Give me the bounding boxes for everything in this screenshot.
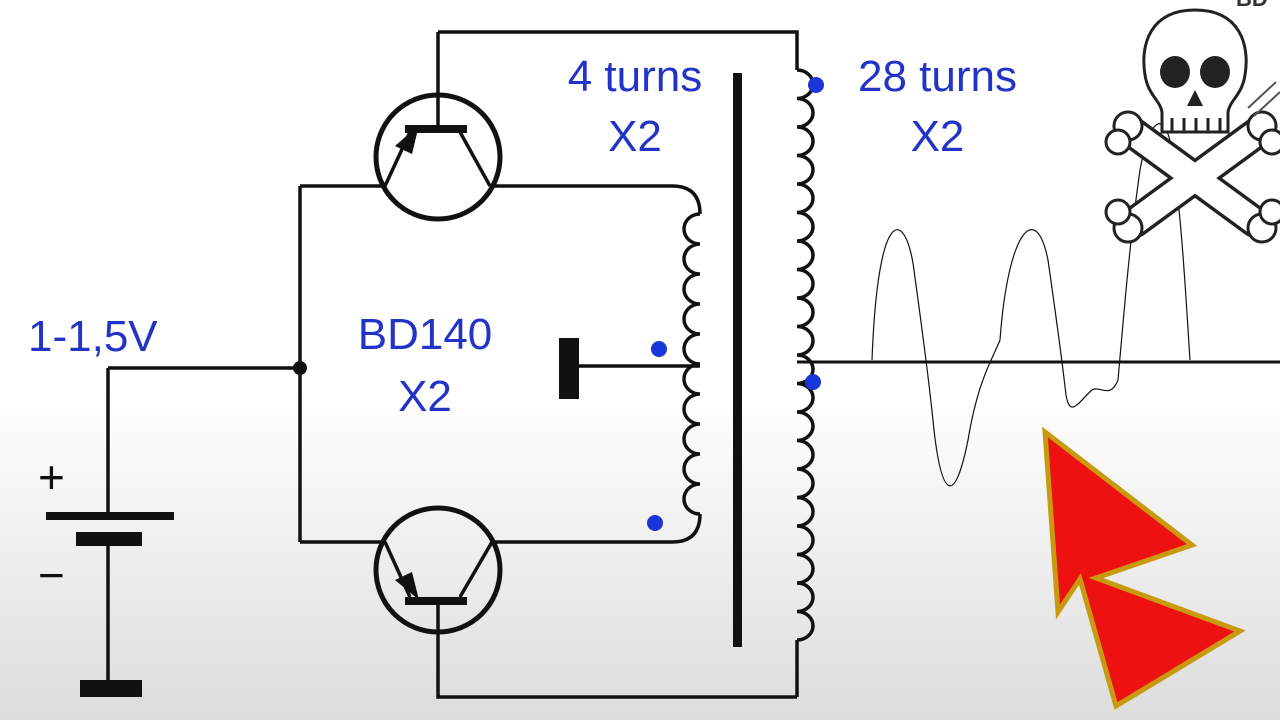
output-waveform bbox=[871, 123, 1191, 487]
supply-voltage-label: 1-1,5V bbox=[28, 312, 158, 361]
transistor-bottom-base-plate bbox=[405, 597, 467, 605]
secondary-coil bbox=[796, 68, 815, 642]
polarity-dot-primary-bottom bbox=[647, 515, 663, 531]
battery-symbol bbox=[46, 366, 300, 697]
transistor-top-emitter-arrow bbox=[395, 125, 419, 154]
polarity-dot-secondary-center bbox=[805, 374, 821, 390]
base-bus bbox=[293, 184, 385, 544]
polarity-dot-primary-center bbox=[651, 341, 667, 357]
secondary-turns-label: 28 turns bbox=[858, 52, 1017, 101]
skull-crossbones-icon bbox=[1104, 8, 1280, 244]
transformer-core bbox=[733, 73, 742, 647]
transistor-top-base-plate bbox=[405, 125, 467, 133]
battery-short-plate bbox=[76, 532, 142, 546]
secondary-count-label: X2 bbox=[910, 112, 965, 161]
primary-turns-label: 4 turns bbox=[567, 52, 703, 101]
transistor-top bbox=[373, 32, 503, 222]
secondary-top-wire bbox=[438, 30, 799, 70]
ground-bar bbox=[80, 680, 142, 697]
transistor-bottom bbox=[373, 505, 797, 699]
transistor-bottom-collector-lead bbox=[436, 605, 797, 699]
junction-dot bbox=[293, 361, 307, 375]
primary-coil bbox=[682, 212, 701, 516]
polarity-dot-secondary-top bbox=[808, 77, 824, 93]
transistor-bottom-emitter-arrow bbox=[395, 572, 419, 600]
transistor-count-label: X2 bbox=[398, 372, 452, 421]
battery-long-plate bbox=[46, 512, 174, 520]
transistor-top-collector-leg bbox=[458, 131, 492, 187]
transistor-bottom-collector-leg bbox=[458, 541, 494, 598]
center-tap-plate bbox=[559, 338, 579, 399]
transistor-part-label: BD140 bbox=[357, 310, 493, 359]
battery-minus-sign: − bbox=[38, 549, 65, 601]
corner-mark-text: BD bbox=[1236, 0, 1268, 12]
primary-bottom-wire bbox=[492, 513, 702, 544]
polarity-dots bbox=[647, 77, 824, 531]
primary-top-wire bbox=[490, 184, 702, 215]
primary-count-label: X2 bbox=[608, 112, 662, 161]
cursor-arrow-icon[interactable] bbox=[1042, 426, 1246, 710]
battery-plus-sign: + bbox=[38, 451, 65, 503]
